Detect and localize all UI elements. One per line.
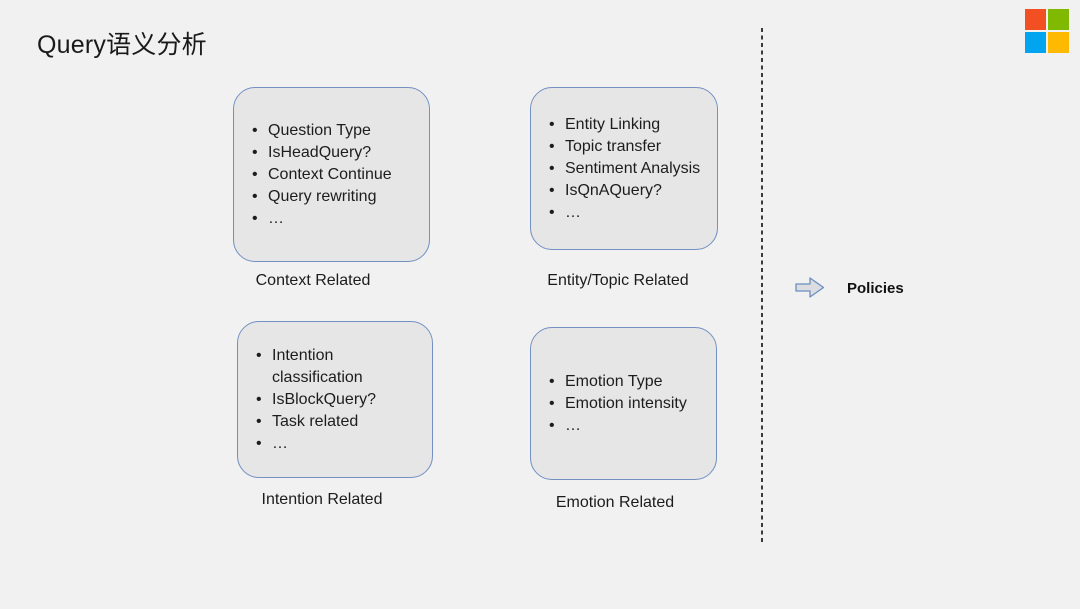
- bullet-item: Task related: [246, 411, 424, 433]
- group-box-intention: Intention classification IsBlockQuery? T…: [237, 321, 433, 478]
- bullet-item: Topic transfer: [539, 136, 709, 158]
- bullet-item: Intention classification: [246, 345, 424, 389]
- group-label-emotion: Emotion Related: [555, 494, 675, 511]
- dashed-divider: [761, 28, 763, 542]
- logo-square-red: [1025, 9, 1046, 30]
- microsoft-logo: [1025, 9, 1069, 53]
- slide-title: Query语义分析: [37, 31, 207, 59]
- bullet-list-emotion: Emotion Type Emotion intensity …: [539, 371, 708, 437]
- group-label-entity-topic: Entity/Topic Related: [547, 272, 689, 289]
- group-box-entity-topic: Entity Linking Topic transfer Sentiment …: [530, 87, 718, 250]
- bullet-item: Emotion intensity: [539, 393, 708, 415]
- bullet-list-intention: Intention classification IsBlockQuery? T…: [246, 345, 424, 455]
- bullet-item: Context Continue: [242, 164, 421, 186]
- bullet-item: Query rewriting: [242, 186, 421, 208]
- logo-square-green: [1048, 9, 1069, 30]
- bullet-item: …: [242, 208, 421, 230]
- bullet-item: IsBlockQuery?: [246, 389, 424, 411]
- bullet-item: …: [539, 202, 709, 224]
- output-label: Policies: [847, 280, 904, 297]
- logo-square-blue: [1025, 32, 1046, 53]
- group-box-emotion: Emotion Type Emotion intensity …: [530, 327, 717, 480]
- bullet-item: IsHeadQuery?: [242, 142, 421, 164]
- bullet-list-entity-topic: Entity Linking Topic transfer Sentiment …: [539, 114, 709, 224]
- bullet-item: IsQnAQuery?: [539, 180, 709, 202]
- group-label-intention: Intention Related: [261, 491, 383, 508]
- bullet-item: Question Type: [242, 120, 421, 142]
- bullet-item: Entity Linking: [539, 114, 709, 136]
- right-block-arrow-icon: [795, 276, 825, 299]
- bullet-item: …: [539, 415, 708, 437]
- bullet-item: …: [246, 433, 424, 455]
- bullet-list-context: Question Type IsHeadQuery? Context Conti…: [242, 120, 421, 230]
- group-box-context: Question Type IsHeadQuery? Context Conti…: [233, 87, 430, 262]
- bullet-item: Sentiment Analysis: [539, 158, 709, 180]
- logo-square-yellow: [1048, 32, 1069, 53]
- bullet-item: Emotion Type: [539, 371, 708, 393]
- group-label-context: Context Related: [255, 272, 371, 289]
